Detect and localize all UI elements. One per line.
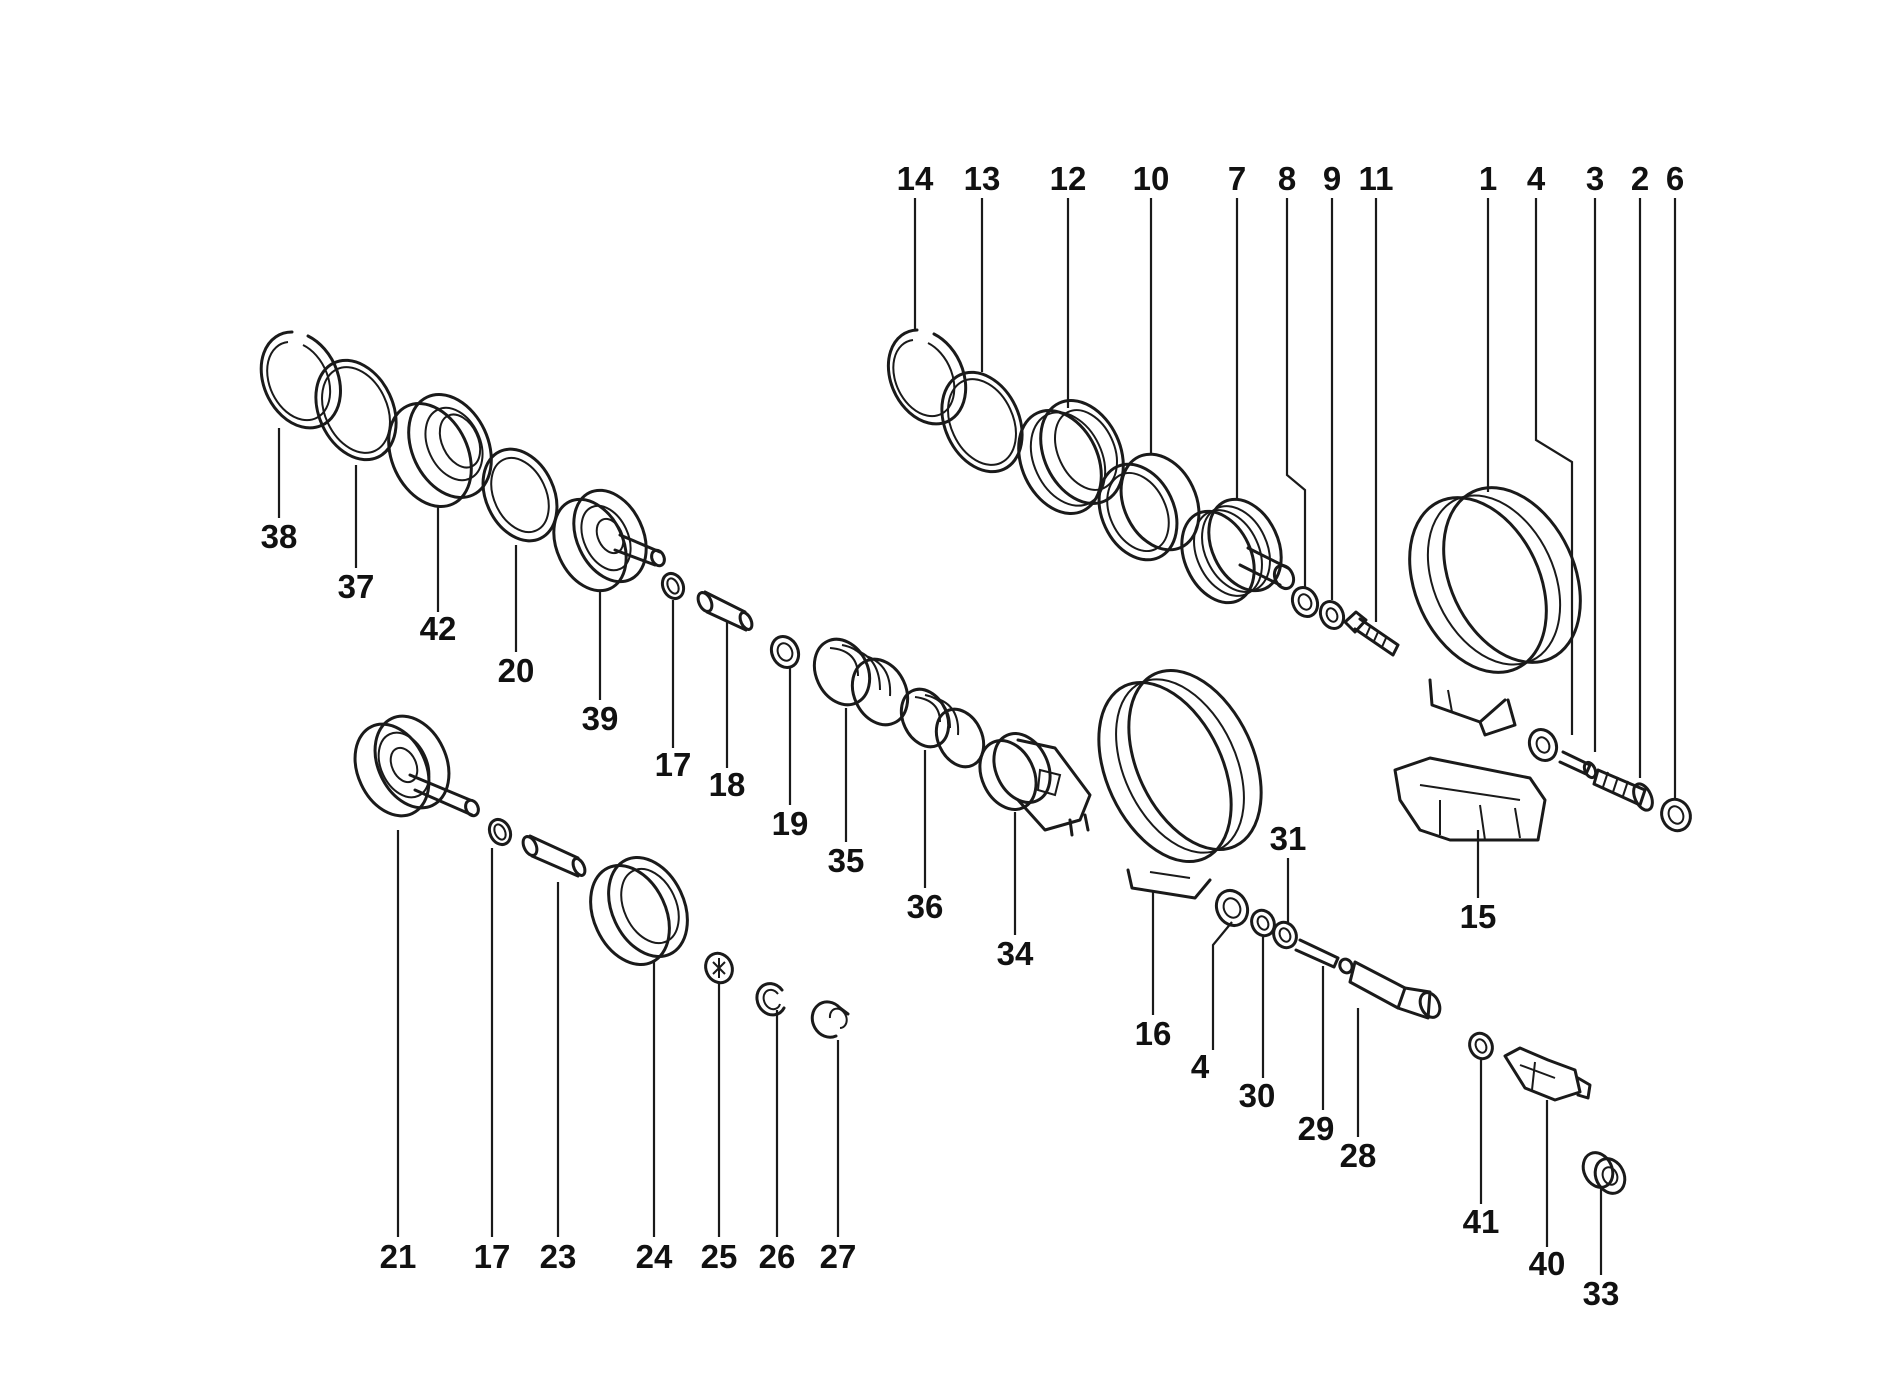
part-washer-19: [769, 634, 801, 670]
callout-31: 31: [1270, 820, 1307, 857]
callout-25: 25: [701, 1238, 738, 1275]
part-snap-ring-14: [886, 328, 968, 426]
callout-10: 10: [1133, 160, 1170, 197]
callout-6: 6: [1666, 160, 1684, 197]
callout-27: 27: [820, 1238, 857, 1275]
part-piston-12: [1017, 398, 1125, 516]
callout-30: 30: [1239, 1077, 1276, 1114]
part-spring-35: [812, 637, 910, 727]
part-o-ring-31: [1272, 920, 1298, 950]
callout-3: 3: [1586, 160, 1604, 197]
part-washer-4b: [1214, 888, 1250, 928]
callout-42: 42: [420, 610, 457, 647]
callout-39: 39: [582, 700, 619, 737]
part-adjuster-2: [1592, 768, 1654, 812]
callout-19: 19: [772, 805, 809, 842]
callout-26: 26: [759, 1238, 796, 1275]
part-ring-13: [940, 370, 1024, 474]
callout-28: 28: [1340, 1137, 1377, 1174]
callout-20: 20: [498, 652, 535, 689]
callout-23: 23: [540, 1238, 577, 1275]
part-cover-24: [589, 855, 689, 967]
part-star-washer-25: [704, 951, 734, 985]
part-seal-20: [481, 447, 559, 543]
part-brake-band-16: [1097, 668, 1263, 900]
callout-17-upper: 17: [655, 746, 692, 783]
part-fitting-40: [1503, 1046, 1592, 1102]
part-piston-7: [1180, 497, 1296, 605]
callout-11: 11: [1359, 160, 1394, 197]
part-strut-15: [1393, 756, 1547, 842]
callout-4-lower: 4: [1191, 1048, 1210, 1085]
callout-15: 15: [1460, 898, 1497, 935]
callout-17-lower: 17: [474, 1238, 511, 1275]
callout-21: 21: [380, 1238, 417, 1275]
callout-2: 2: [1631, 160, 1649, 197]
callout-33: 33: [1583, 1275, 1620, 1312]
callout-8: 8: [1278, 160, 1296, 197]
part-c-clip-26: [755, 982, 786, 1017]
callout-12: 12: [1050, 160, 1087, 197]
part-pin-29: [1294, 938, 1354, 975]
part-plug-33: [1581, 1151, 1627, 1195]
part-spring-36: [899, 687, 986, 769]
part-bolt-11: [1343, 610, 1400, 657]
callout-38: 38: [261, 518, 298, 555]
part-snap-ring-38: [259, 330, 342, 430]
part-circlip-27: [810, 1000, 850, 1039]
callout-13: 13: [964, 160, 1001, 197]
callout-1: 1: [1479, 160, 1497, 197]
part-servo-cover-34: [978, 732, 1092, 837]
part-pin-18: [696, 590, 754, 632]
leader-lines: [277, 198, 1677, 1275]
callout-14: 14: [897, 160, 934, 197]
part-pin-23: [521, 834, 587, 878]
callout-36: 36: [907, 888, 944, 925]
part-o-ring-17a: [660, 571, 686, 601]
part-piston-39: [552, 488, 666, 593]
part-cylinder-42: [387, 392, 493, 509]
part-o-ring-41: [1468, 1031, 1494, 1061]
callout-7: 7: [1228, 160, 1246, 197]
callout-9: 9: [1323, 160, 1341, 197]
callout-4-upper: 4: [1527, 160, 1546, 197]
part-pin-3: [1558, 750, 1598, 780]
part-nut-6: [1660, 797, 1692, 833]
callout-40: 40: [1529, 1245, 1566, 1282]
part-o-ring-30: [1250, 908, 1276, 938]
part-washer-9: [1318, 599, 1346, 631]
callout-35: 35: [828, 842, 865, 879]
callout-16: 16: [1135, 1015, 1172, 1052]
part-sleeve-28: [1348, 960, 1442, 1020]
callout-37: 37: [338, 568, 375, 605]
part-ring-37: [314, 358, 398, 462]
callout-labels: 14 13 12 10 7 8 9 11 1 4 3 2 6 38 37 42 …: [261, 160, 1685, 1312]
callout-18: 18: [709, 766, 746, 803]
part-brake-band-1: [1408, 486, 1582, 737]
callout-24: 24: [636, 1238, 673, 1275]
callout-34: 34: [997, 935, 1034, 972]
part-o-ring-17b: [487, 817, 513, 847]
callout-41: 41: [1463, 1203, 1500, 1240]
callout-29: 29: [1298, 1110, 1335, 1147]
part-piston-21: [353, 714, 480, 818]
part-washer-4a: [1527, 727, 1559, 763]
part-washer-8: [1290, 585, 1320, 619]
